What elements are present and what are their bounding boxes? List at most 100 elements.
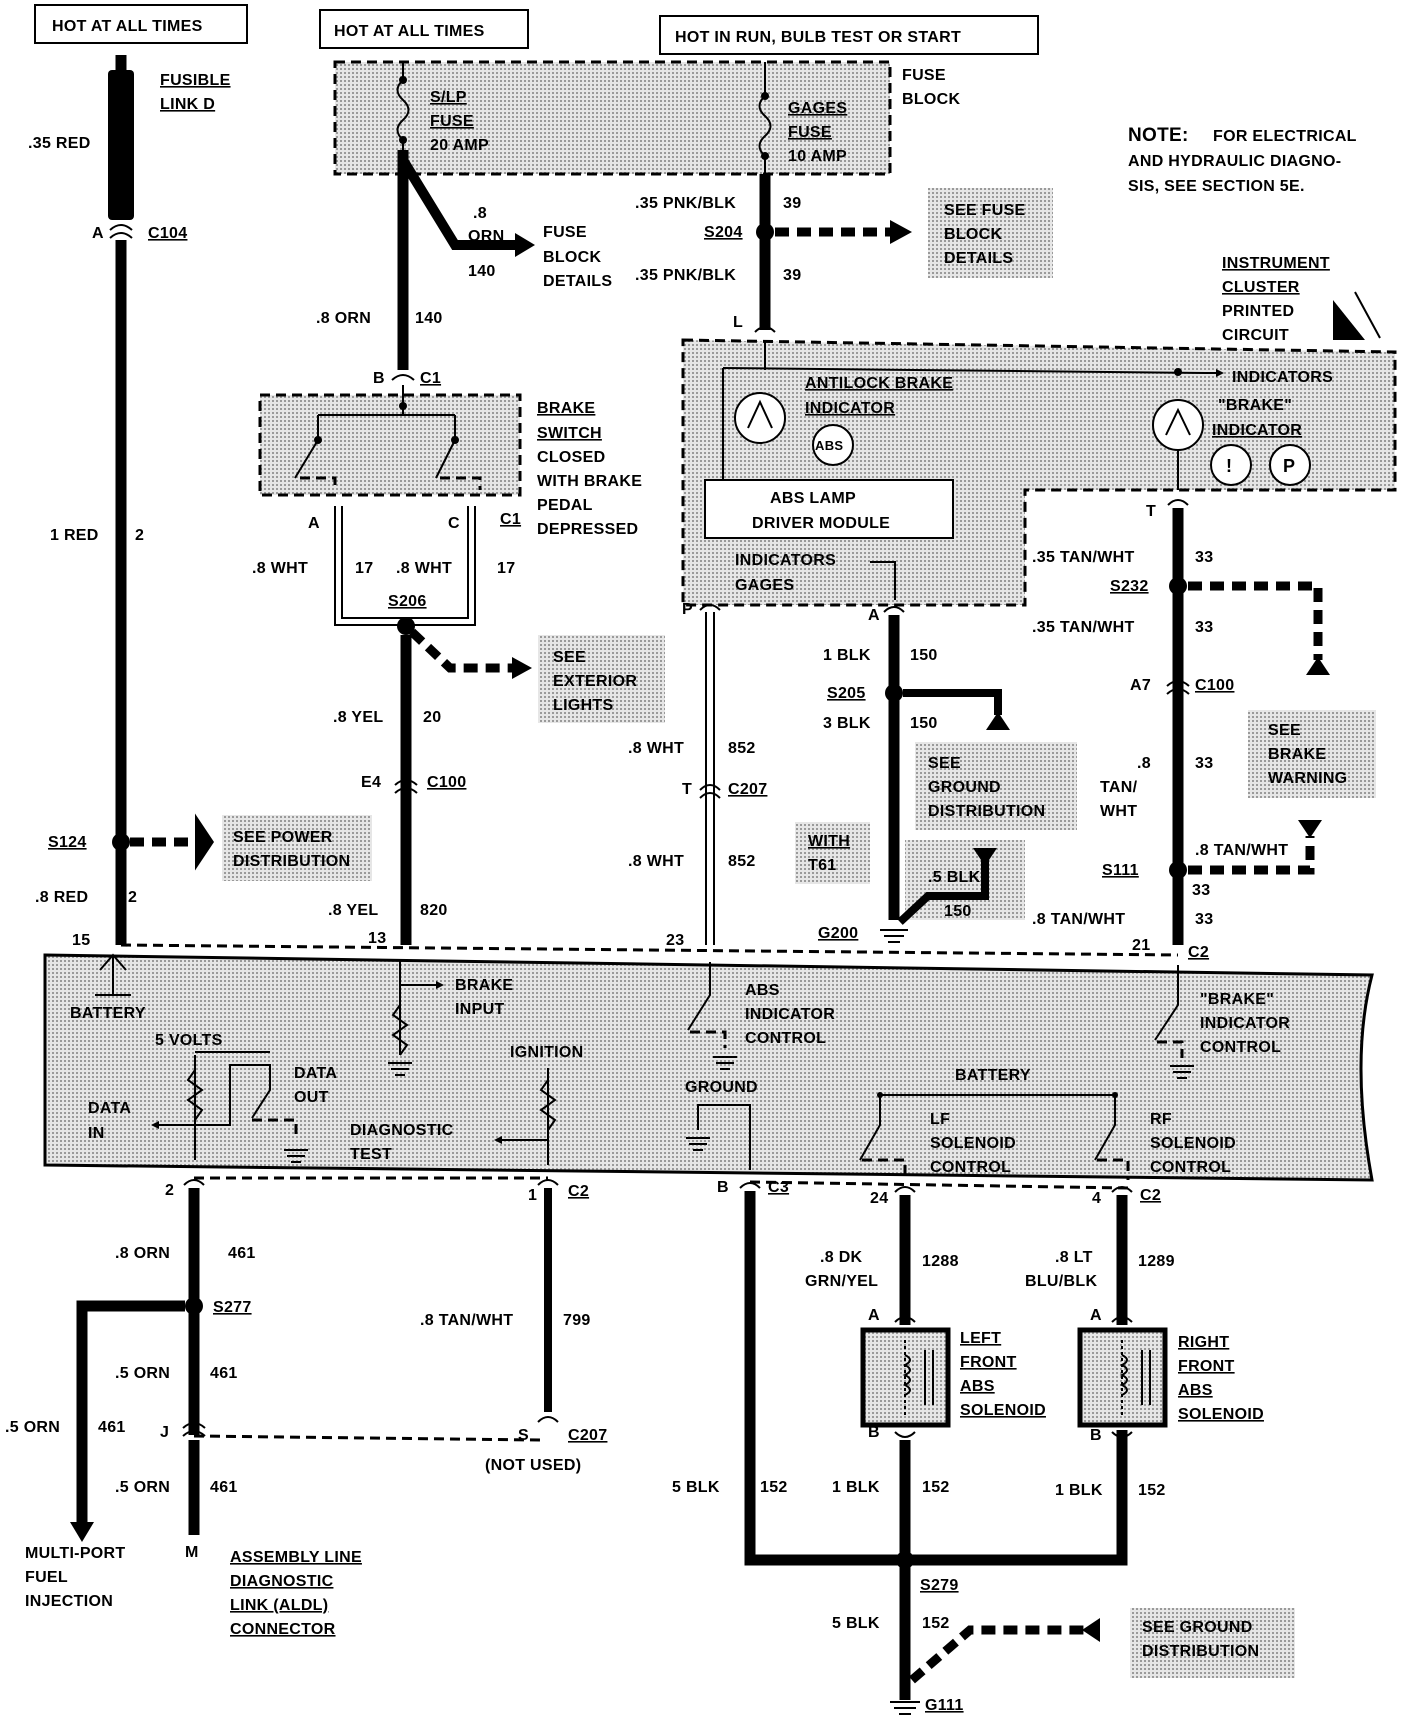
- svg-text:10 AMP: 10 AMP: [788, 148, 847, 165]
- svg-text:1 BLK: 1 BLK: [832, 1479, 880, 1496]
- svg-text:5 VOLTS: 5 VOLTS: [155, 1032, 223, 1049]
- svg-text:1 RED: 1 RED: [50, 527, 99, 544]
- note-block: NOTE: FOR ELECTRICAL AND HYDRAULIC DIAGN…: [1128, 125, 1356, 195]
- svg-text:.35 TAN/WHT: .35 TAN/WHT: [1032, 549, 1135, 566]
- brake-warning-circuit: .35 TAN/WHT 33 S232 .35 TAN/WHT 33 A7 C1…: [1032, 499, 1376, 961]
- svg-text:461: 461: [210, 1479, 238, 1496]
- svg-text:SOLENOID: SOLENOID: [1178, 1406, 1264, 1423]
- svg-text:152: 152: [760, 1479, 788, 1496]
- svg-text:2: 2: [135, 527, 144, 544]
- svg-text:IN: IN: [88, 1125, 105, 1142]
- svg-text:RIGHT: RIGHT: [1178, 1334, 1229, 1351]
- svg-text:.8 TAN/WHT: .8 TAN/WHT: [420, 1312, 513, 1329]
- svg-text:SEE: SEE: [1268, 722, 1301, 739]
- svg-text:A: A: [1090, 1307, 1102, 1324]
- svg-text:BATTERY: BATTERY: [955, 1067, 1031, 1084]
- fuse-block: FUSE BLOCK S/LP FUSE 20 AMP GAGES FUSE 1…: [333, 60, 960, 176]
- svg-text:GAGES: GAGES: [788, 100, 847, 117]
- svg-text:DETAILS: DETAILS: [944, 250, 1013, 267]
- svg-text:FUSE: FUSE: [430, 113, 474, 130]
- gages-fuse-circuit: .35 PNK/BLK 39 S204 SEE FUSE BLOCK DETAI…: [635, 174, 1053, 333]
- svg-text:G200: G200: [818, 925, 858, 942]
- svg-text:INDICATOR: INDICATOR: [805, 400, 895, 417]
- svg-text:21: 21: [1132, 937, 1150, 954]
- svg-text:C100: C100: [1195, 677, 1234, 694]
- svg-text:39: 39: [783, 267, 801, 284]
- svg-text:B: B: [717, 1179, 729, 1196]
- svg-text:SEE FUSE: SEE FUSE: [944, 202, 1026, 219]
- svg-text:DATA: DATA: [88, 1100, 131, 1117]
- svg-text:LEFT: LEFT: [960, 1330, 1001, 1347]
- svg-text:17: 17: [497, 560, 515, 577]
- svg-text:CLUSTER: CLUSTER: [1222, 279, 1300, 296]
- svg-text:SOLENOID: SOLENOID: [960, 1402, 1046, 1419]
- svg-text:HOT AT ALL TIMES: HOT AT ALL TIMES: [334, 23, 485, 40]
- svg-text:S: S: [518, 1427, 529, 1444]
- svg-text:WARNING: WARNING: [1268, 770, 1347, 787]
- svg-text:.8: .8: [473, 205, 487, 222]
- svg-text:1 BLK: 1 BLK: [823, 647, 871, 664]
- fusible-link-circuit: FUSIBLE LINK D .35 RED A C104 1 RED 2 S1…: [28, 55, 372, 949]
- svg-text:S206: S206: [388, 593, 427, 610]
- svg-text:FUSE: FUSE: [902, 67, 946, 84]
- svg-text:S277: S277: [213, 1299, 252, 1316]
- svg-text:M: M: [185, 1544, 199, 1561]
- svg-text:ABS: ABS: [1178, 1382, 1213, 1399]
- svg-text:15: 15: [72, 932, 90, 949]
- svg-text:.8 TAN/WHT: .8 TAN/WHT: [1195, 842, 1288, 859]
- svg-text:852: 852: [728, 740, 756, 757]
- svg-text:C207: C207: [568, 1427, 607, 1444]
- svg-text:LINK D: LINK D: [160, 96, 215, 113]
- svg-text:B: B: [868, 1424, 880, 1441]
- svg-text:FRONT: FRONT: [1178, 1358, 1235, 1375]
- svg-text:2: 2: [165, 1182, 174, 1199]
- svg-text:L: L: [733, 314, 743, 331]
- svg-text:2: 2: [128, 889, 137, 906]
- svg-text:HOT AT ALL TIMES: HOT AT ALL TIMES: [52, 18, 203, 35]
- svg-text:FUEL: FUEL: [25, 1569, 68, 1586]
- svg-text:"BRAKE": "BRAKE": [1200, 991, 1274, 1008]
- svg-text:WHT: WHT: [1100, 803, 1137, 820]
- svg-text:S204: S204: [704, 224, 743, 241]
- svg-text:A: A: [308, 515, 320, 532]
- svg-text:.8 ORN: .8 ORN: [316, 310, 371, 327]
- svg-text:5 BLK: 5 BLK: [832, 1615, 880, 1632]
- svg-text:GAGES: GAGES: [735, 577, 794, 594]
- svg-text:HOT IN RUN, BULB TEST OR START: HOT IN RUN, BULB TEST OR START: [675, 29, 961, 46]
- svg-text:.8 TAN/WHT: .8 TAN/WHT: [1032, 911, 1125, 928]
- svg-text:OUT: OUT: [294, 1089, 329, 1106]
- svg-text:CONTROL: CONTROL: [1150, 1159, 1231, 1176]
- svg-text:33: 33: [1192, 882, 1210, 899]
- svg-text:FUSE: FUSE: [788, 124, 832, 141]
- svg-text:.5 BLK: .5 BLK: [928, 869, 981, 886]
- svg-text:(NOT USED): (NOT USED): [485, 1457, 581, 1474]
- svg-text:P: P: [682, 601, 693, 618]
- svg-text:BLU/BLK: BLU/BLK: [1025, 1273, 1097, 1290]
- svg-text:INDICATOR: INDICATOR: [745, 1006, 835, 1023]
- svg-text:TEST: TEST: [350, 1146, 392, 1163]
- svg-text:WITH BRAKE: WITH BRAKE: [537, 473, 642, 490]
- svg-text:461: 461: [210, 1365, 238, 1382]
- svg-text:.8 YEL: .8 YEL: [328, 902, 378, 919]
- svg-text:LIGHTS: LIGHTS: [553, 697, 613, 714]
- svg-text:DRIVER MODULE: DRIVER MODULE: [752, 515, 890, 532]
- header-hot-all-times-2: HOT AT ALL TIMES: [319, 9, 529, 49]
- svg-text:S232: S232: [1110, 578, 1149, 595]
- svg-text:PRINTED: PRINTED: [1222, 303, 1294, 320]
- svg-text:.8 YEL: .8 YEL: [333, 709, 383, 726]
- svg-text:INDICATORS: INDICATORS: [735, 552, 836, 569]
- svg-text:CONTROL: CONTROL: [930, 1159, 1011, 1176]
- svg-text:461: 461: [98, 1419, 126, 1436]
- svg-text:AND HYDRAULIC DIAGNO-: AND HYDRAULIC DIAGNO-: [1128, 153, 1341, 170]
- svg-text:.35 PNK/BLK: .35 PNK/BLK: [635, 267, 736, 284]
- svg-text:820: 820: [420, 902, 448, 919]
- svg-text:DATA: DATA: [294, 1065, 337, 1082]
- svg-text:150: 150: [944, 903, 972, 920]
- svg-text:DETAILS: DETAILS: [543, 273, 612, 290]
- svg-text:DEPRESSED: DEPRESSED: [537, 521, 638, 538]
- svg-text:152: 152: [922, 1479, 950, 1496]
- svg-text:WITH: WITH: [808, 833, 850, 850]
- svg-text:A: A: [868, 1307, 880, 1324]
- svg-text:33: 33: [1195, 755, 1213, 772]
- svg-text:1289: 1289: [1138, 1253, 1175, 1270]
